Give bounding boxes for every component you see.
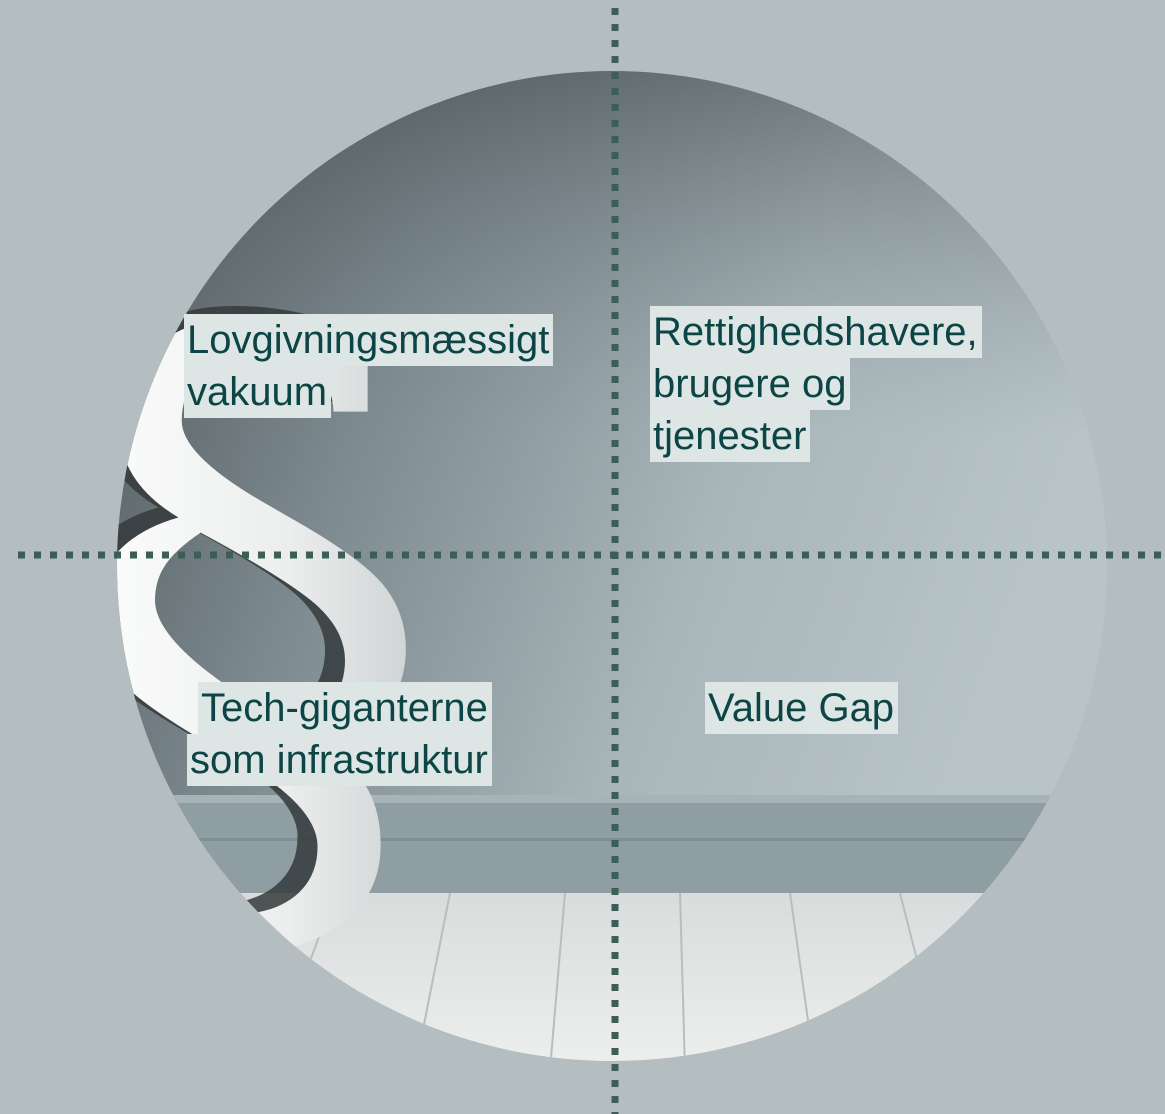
label-top-right: Rettighedshavere, brugere og tjenester	[650, 306, 982, 462]
photo-circle: § §	[60, 71, 1107, 1061]
label-line: Value Gap	[705, 682, 899, 734]
section-sign-sculpture: § §	[60, 166, 440, 1060]
label-bottom-left: Tech-giganterne som infrastruktur	[187, 682, 492, 786]
svg-text:§: §	[60, 176, 440, 1060]
label-line: Tech-giganterne	[198, 682, 492, 734]
label-line: som infrastruktur	[187, 734, 492, 786]
baseboard-line	[117, 838, 1107, 841]
label-line: brugere og	[650, 358, 851, 410]
label-top-left: Lovgivningsmæssigt vakuum	[184, 314, 554, 418]
label-bottom-right: Value Gap	[705, 682, 899, 734]
label-line: Lovgivningsmæssigt	[184, 314, 554, 366]
label-line: Rettighedshavere,	[650, 306, 982, 358]
label-line: vakuum	[184, 366, 332, 418]
label-line: tjenester	[650, 410, 811, 462]
